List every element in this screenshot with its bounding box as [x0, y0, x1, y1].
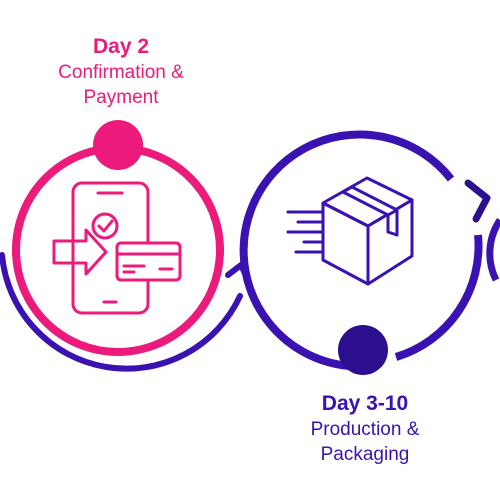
day3-title: Day 3-10	[321, 392, 409, 415]
phone-card-payment-icon	[52, 181, 182, 315]
day3-arrowhead-top	[464, 179, 491, 223]
day2-description-line1: Confirmation &	[58, 62, 184, 83]
day3-ring-right-arc	[394, 234, 483, 361]
day2-label: Day 2 Confirmation & Payment	[1, 34, 241, 110]
day3-ring-left-arc	[239, 130, 455, 371]
day3-node-dot	[338, 325, 388, 375]
day2-node-dot	[93, 120, 143, 170]
next-step-ring	[486, 218, 500, 282]
day3-label: Day 3-10 Production & Packaging	[245, 391, 485, 467]
day3-description-line1: Production &	[310, 419, 420, 440]
day3-description-line2: Packaging	[320, 444, 410, 465]
day2-description-line2: Payment	[83, 87, 159, 108]
day2-title: Day 2	[92, 35, 150, 58]
previous-step-ring	[0, 252, 243, 372]
package-box-icon	[286, 176, 414, 286]
